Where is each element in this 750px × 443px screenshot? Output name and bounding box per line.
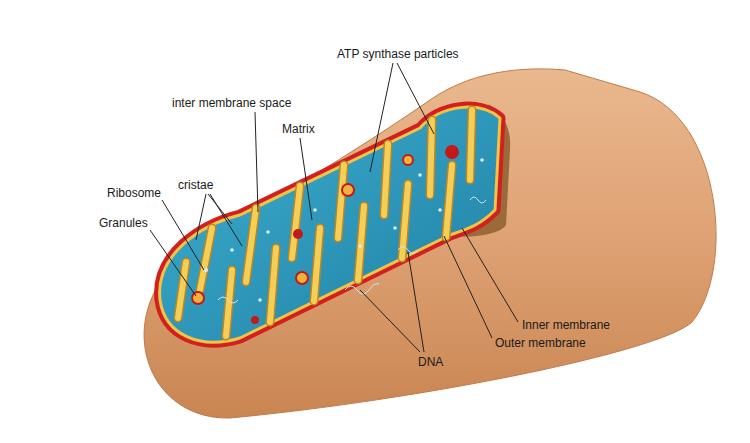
part-label: Outer membrane	[495, 336, 586, 350]
part-label: Matrix	[282, 122, 315, 136]
part-label: Ribosome	[107, 186, 161, 200]
part-label: Granules	[99, 216, 148, 230]
part-label: cristae	[178, 178, 213, 192]
outer-membrane	[160, 107, 500, 342]
ribosomes	[204, 158, 484, 302]
matrix	[160, 107, 500, 342]
leader-lines	[150, 63, 518, 352]
part-label: inter membrane space	[172, 96, 291, 110]
part-label: Inner membrane	[522, 318, 610, 332]
cristae-folds	[178, 110, 472, 336]
granules	[192, 145, 459, 324]
dna-strands	[218, 197, 486, 303]
part-label: DNA	[418, 355, 443, 369]
outer-body	[144, 69, 716, 418]
part-label: ATP synthase particles	[337, 47, 459, 61]
